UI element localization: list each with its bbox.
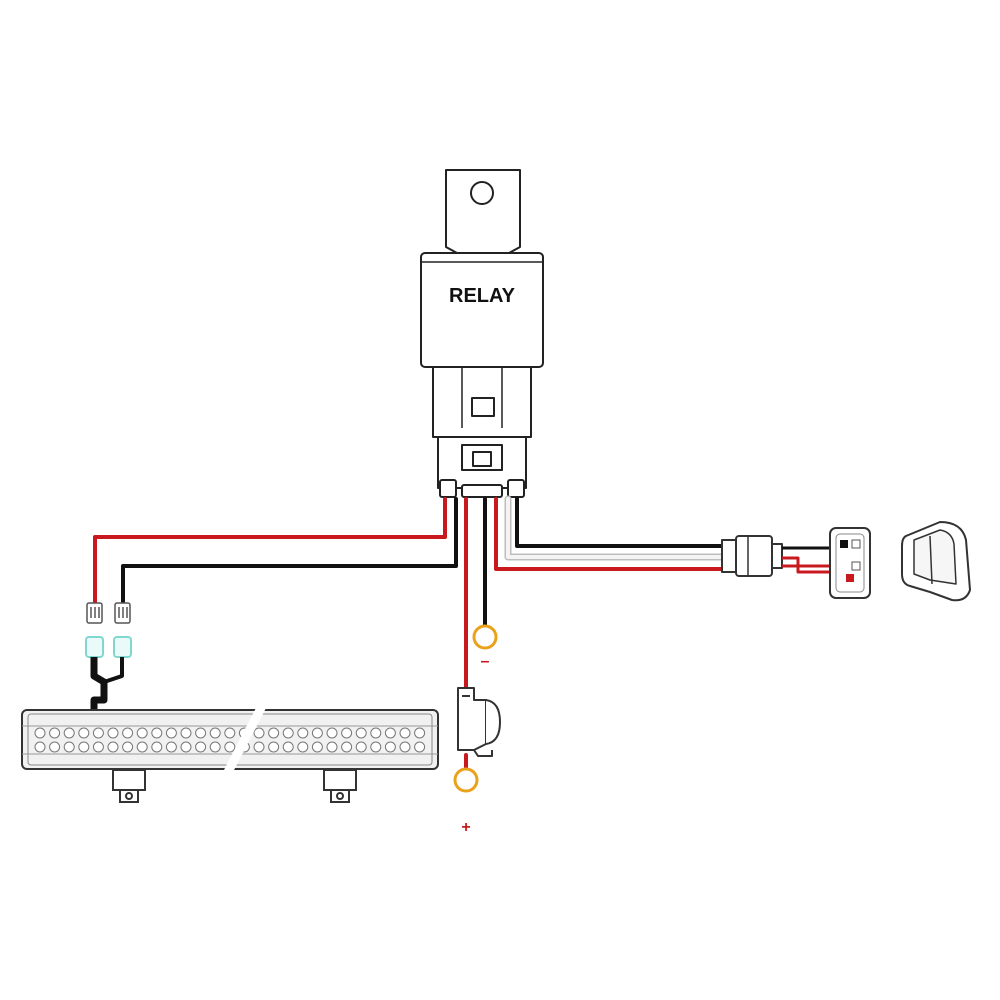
rocker-switch-icon bbox=[829, 527, 871, 599]
led-cell bbox=[224, 741, 236, 753]
led-cell bbox=[107, 727, 119, 739]
led-cell bbox=[297, 727, 309, 739]
led-cell bbox=[297, 741, 309, 753]
led-cell bbox=[195, 741, 207, 753]
led-cell bbox=[341, 727, 353, 739]
led-cell bbox=[384, 727, 396, 739]
led-cell bbox=[107, 741, 119, 753]
relay-mounting-hole bbox=[470, 181, 494, 205]
relay-body bbox=[420, 252, 544, 368]
negative-terminal-label: – bbox=[481, 653, 490, 670]
led-cells bbox=[34, 727, 426, 753]
led-cell bbox=[268, 741, 280, 753]
red-wire-to-light-bar bbox=[93, 497, 447, 605]
light-bar-lead-black bbox=[103, 657, 124, 684]
led-cell bbox=[399, 741, 411, 753]
switch-cap-icon bbox=[901, 521, 971, 602]
red-wire-to-switch bbox=[494, 497, 724, 571]
led-cell bbox=[63, 727, 75, 739]
black-wire-to-switch bbox=[515, 497, 724, 548]
led-cell bbox=[355, 727, 367, 739]
relay-icon bbox=[420, 169, 544, 498]
black-wire-to-light-bar bbox=[121, 497, 458, 605]
led-cell bbox=[122, 727, 134, 739]
led-cell bbox=[282, 727, 294, 739]
led-cell bbox=[399, 727, 411, 739]
light-bar-lead-red bbox=[90, 657, 108, 712]
led-light-bar-icon bbox=[21, 703, 439, 803]
led-cell bbox=[180, 741, 192, 753]
led-cell bbox=[209, 741, 221, 753]
led-cell bbox=[92, 727, 104, 739]
led-cell bbox=[370, 741, 382, 753]
led-cell bbox=[209, 727, 221, 739]
wire-connector-icon bbox=[114, 602, 131, 624]
led-cell bbox=[92, 741, 104, 753]
led-cell bbox=[282, 741, 294, 753]
led-cell bbox=[180, 727, 192, 739]
white-wire-outline bbox=[504, 495, 726, 561]
led-cell bbox=[165, 741, 177, 753]
led-cell bbox=[78, 727, 90, 739]
wire-connector-icon bbox=[85, 636, 132, 658]
led-cell bbox=[165, 727, 177, 739]
led-cell bbox=[195, 727, 207, 739]
led-cell bbox=[136, 727, 148, 739]
led-cell bbox=[341, 741, 353, 753]
led-cell bbox=[136, 741, 148, 753]
light-bar-glare bbox=[223, 703, 267, 775]
led-cell bbox=[253, 727, 265, 739]
wiring bbox=[93, 495, 726, 770]
light-bar-mount-left bbox=[112, 769, 146, 803]
led-cell bbox=[268, 727, 280, 739]
led-cell bbox=[311, 741, 323, 753]
led-cell bbox=[78, 741, 90, 753]
light-bar-mount-right bbox=[323, 769, 357, 803]
positive-terminal-label: + bbox=[461, 819, 470, 836]
relay-socket-slot bbox=[471, 397, 495, 417]
white-wire-to-switch bbox=[506, 497, 724, 559]
led-cell bbox=[311, 727, 323, 739]
led-cell bbox=[414, 727, 426, 739]
led-cell bbox=[49, 727, 61, 739]
relay-label: RELAY bbox=[449, 285, 516, 307]
led-cell bbox=[370, 727, 382, 739]
led-cell bbox=[34, 727, 46, 739]
led-cell bbox=[122, 741, 134, 753]
led-cell bbox=[63, 741, 75, 753]
led-cell bbox=[224, 727, 236, 739]
wire-connector-icon bbox=[721, 535, 783, 577]
wire-connector-icon bbox=[86, 602, 103, 624]
led-cell bbox=[384, 741, 396, 753]
ring-terminal-icon bbox=[472, 624, 498, 650]
led-cell bbox=[151, 741, 163, 753]
led-cell bbox=[326, 727, 338, 739]
inline-fuse-holder-icon bbox=[457, 687, 501, 757]
led-cell bbox=[34, 741, 46, 753]
led-cell bbox=[326, 741, 338, 753]
led-cell bbox=[355, 741, 367, 753]
led-cell bbox=[414, 741, 426, 753]
ring-terminal-icon bbox=[453, 767, 479, 793]
led-cell bbox=[49, 741, 61, 753]
led-cell bbox=[253, 741, 265, 753]
led-cell bbox=[151, 727, 163, 739]
light-bar-connectors bbox=[85, 602, 132, 712]
